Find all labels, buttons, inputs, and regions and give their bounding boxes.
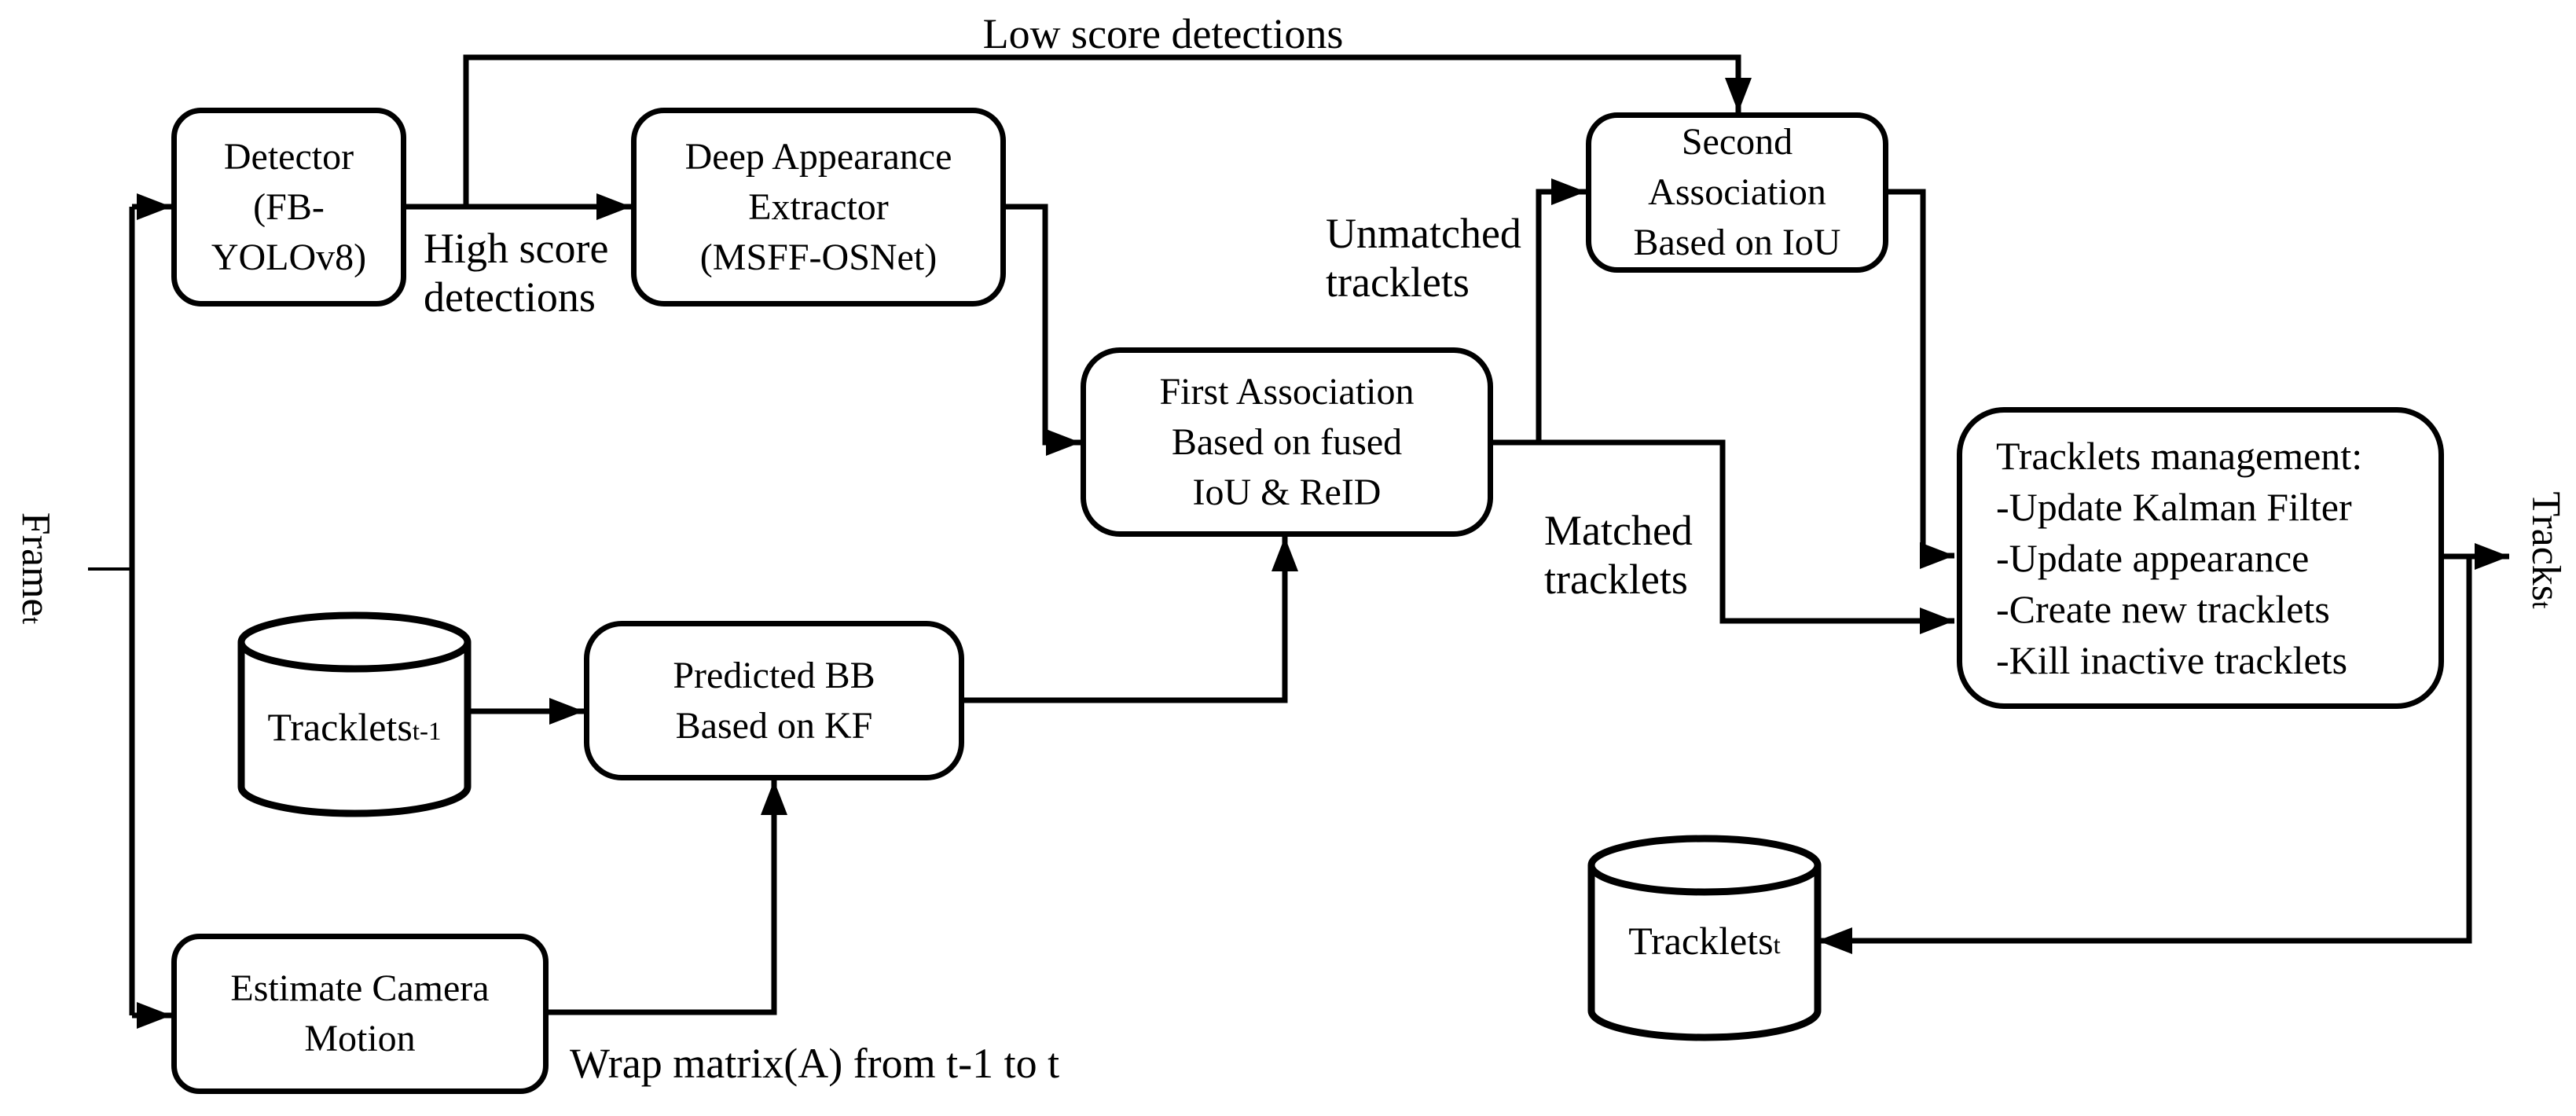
edge-matched-to-management xyxy=(1493,439,1954,634)
tracklets-prev-text: Tracklets xyxy=(267,705,413,749)
label-unmatched-tracklets: Unmatched tracklets xyxy=(1326,210,1521,306)
label-low-score-detections: Low score detections xyxy=(982,10,1344,57)
label-high-score-detections: High score detections xyxy=(424,225,609,321)
node-first-association-label: First Association Based on fused IoU & R… xyxy=(1159,370,1415,513)
edge-second-association-to-management xyxy=(1888,189,1954,569)
edge-low-score-to-second-association xyxy=(463,54,1752,207)
edge-camera-motion-to-predicted-bb xyxy=(549,780,787,1015)
tracks-text: Tracks xyxy=(2523,491,2569,602)
edge-unmatched-to-second-association xyxy=(1536,178,1586,442)
node-second-association: Second Association Based on IoU xyxy=(1586,112,1888,273)
node-deep-appearance-extractor: Deep Appearance Extractor (MSFF-OSNet) xyxy=(631,108,1006,307)
edge-management-to-tracklets-store xyxy=(1818,556,2472,954)
node-estimate-camera-motion-label: Estimate Camera Motion xyxy=(230,967,490,1059)
node-estimate-camera-motion: Estimate Camera Motion xyxy=(171,934,549,1094)
edge-predicted-bb-to-first-association xyxy=(964,537,1298,703)
node-deep-appearance-extractor-label: Deep Appearance Extractor (MSFF-OSNet) xyxy=(684,135,952,278)
frame-text: Frame xyxy=(13,512,59,617)
datastore-tracklets-prev-shape xyxy=(237,611,472,817)
node-predicted-bb: Predicted BB Based on KF xyxy=(584,621,964,780)
node-detector: Detector (FB- YOLOv8) xyxy=(171,108,406,307)
node-detector-label: Detector (FB- YOLOv8) xyxy=(211,135,367,278)
tracklets-current-text: Tracklets xyxy=(1628,919,1774,963)
node-predicted-bb-label: Predicted BB Based on KF xyxy=(673,654,875,747)
label-wrap-matrix: Wrap matrix(A) from t-1 to t xyxy=(570,1040,1060,1087)
node-first-association: First Association Based on fused IoU & R… xyxy=(1081,347,1493,537)
node-tracklets-management-label: Tracklets management: -Update Kalman Fil… xyxy=(1996,433,2363,682)
edge-extractor-to-first-association xyxy=(1006,204,1081,456)
datastore-tracklets-current-shape xyxy=(1587,835,1822,1041)
node-second-association-label: Second Association Based on IoU xyxy=(1633,121,1841,263)
label-matched-tracklets: Matched tracklets xyxy=(1544,507,1693,603)
node-tracklets-management: Tracklets management: -Update Kalman Fil… xyxy=(1957,407,2444,709)
